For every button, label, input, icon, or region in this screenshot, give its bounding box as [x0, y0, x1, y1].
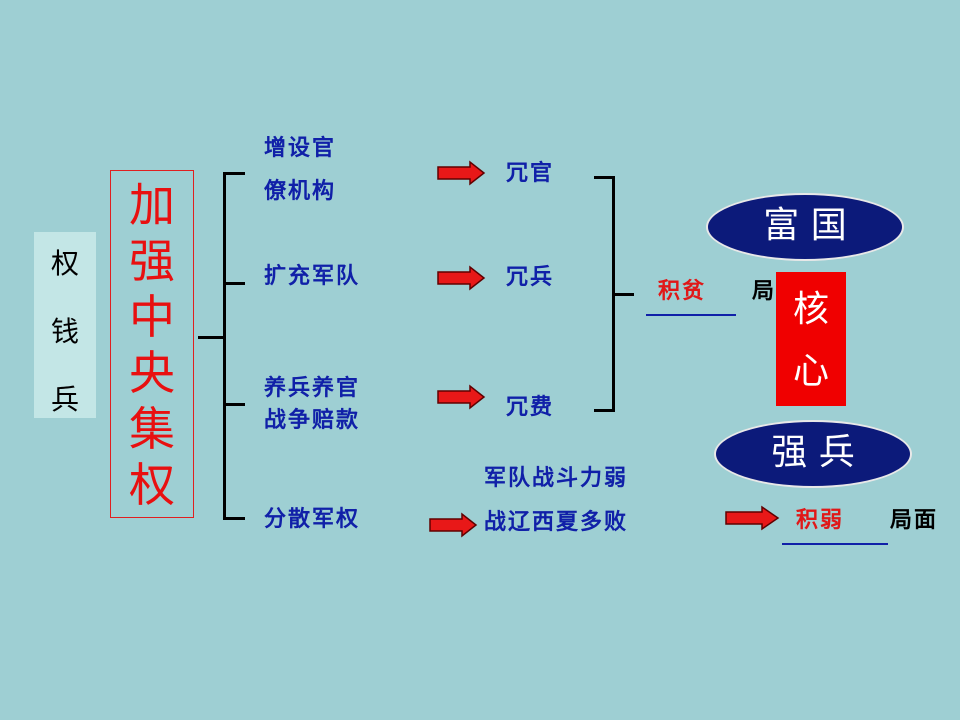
- outcome-poor-suffix: 局: [752, 279, 777, 304]
- bracket-tick-1: [223, 172, 245, 175]
- result-defeats: 战辽西夏多败: [484, 510, 629, 535]
- measure-add-officials-2: 僚机构: [264, 179, 337, 204]
- result-bracket-top: [594, 176, 614, 179]
- goal-strong-army-label: 强 兵: [771, 432, 855, 473]
- left-char-power: 权: [50, 247, 79, 280]
- blank-underline-2: [782, 543, 888, 545]
- left-label-box: 权 钱 兵: [34, 232, 96, 418]
- result-redundant-troops: 冗兵: [506, 265, 555, 290]
- left-char-money: 钱: [50, 315, 79, 348]
- main-title-box: 加强中央集权: [110, 170, 194, 518]
- goal-strong-army: 强 兵: [714, 420, 912, 488]
- result-bracket-bottom: [594, 409, 614, 412]
- measure-expand-army: 扩充军队: [264, 264, 361, 289]
- bracket-tick-2: [223, 282, 245, 285]
- blank-underline-1: [646, 314, 736, 316]
- goal-rich-country-label: 富 国: [763, 205, 847, 246]
- measure-add-officials-1: 增设官: [264, 136, 337, 161]
- arrow-right-icon: [437, 160, 486, 186]
- arrow-right-icon: [725, 505, 780, 531]
- result-redundant-expenses: 冗费: [506, 395, 555, 420]
- bracket-vertical: [223, 172, 226, 520]
- outcome-poor: 积贫: [658, 279, 707, 304]
- result-bracket-vertical: [612, 176, 615, 412]
- result-weak-army: 军队战斗力弱: [484, 466, 629, 491]
- measure-disperse-military: 分散军权: [264, 507, 361, 532]
- core-char-2: 心: [792, 351, 829, 392]
- arrow-right-icon: [437, 384, 486, 410]
- core-box: 核 心: [776, 272, 846, 406]
- main-title: 加强中央集权: [129, 178, 175, 512]
- measure-support-2: 战争赔款: [264, 408, 361, 433]
- goal-rich-country: 富 国: [706, 193, 904, 261]
- bracket-tick-3: [223, 403, 245, 406]
- left-char-army: 兵: [50, 383, 79, 416]
- outcome-weak: 积弱: [796, 508, 845, 533]
- arrow-right-icon: [429, 512, 478, 538]
- arrow-right-icon: [437, 265, 486, 291]
- bracket-stem: [198, 336, 224, 339]
- bracket-tick-4: [223, 517, 245, 520]
- result-redundant-officials: 冗官: [506, 161, 555, 186]
- measure-support-1: 养兵养官: [264, 376, 361, 401]
- result-bracket-stem: [614, 293, 634, 296]
- core-char-1: 核: [792, 289, 829, 330]
- outcome-weak-suffix: 局面: [890, 508, 939, 533]
